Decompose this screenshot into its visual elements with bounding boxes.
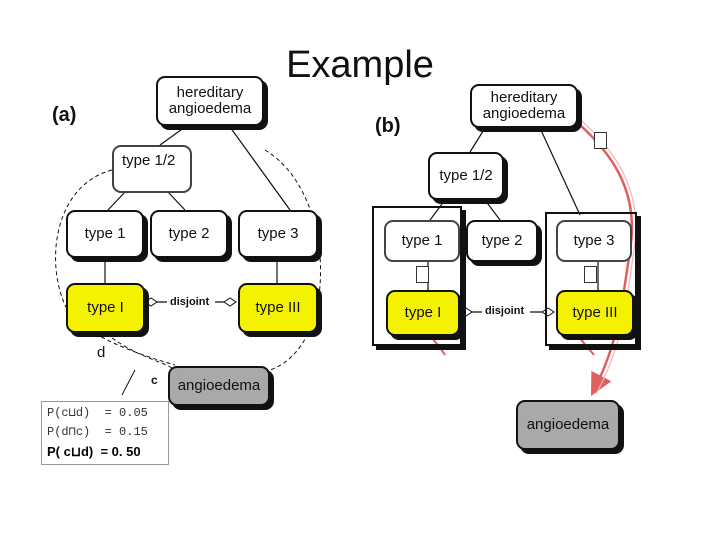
edge-type12-type1-a (107, 191, 126, 211)
node-hereditary-angioedema-a: hereditary angioedema (156, 76, 264, 126)
red-arrow-shadow-b (574, 114, 637, 395)
edge-hered-type3-b (539, 127, 581, 216)
node-type2-a: type 2 (150, 210, 228, 258)
edge-hered-type12-a (159, 126, 186, 146)
disjoint-label-b: disjoint (485, 305, 525, 317)
node-type12-b: type 1/2 (428, 152, 504, 200)
node-type12-text-a: type 1/2 (122, 152, 176, 169)
red-stub-typeIII-b (579, 337, 595, 356)
disjoint-label-a: disjoint (170, 296, 210, 308)
panel-b-label: (b) (375, 115, 401, 137)
diamond-right-a (223, 297, 237, 307)
node-hereditary-text-a: hereditary angioedema (168, 84, 252, 117)
prob-row-2: P(d⊓c) = 0.15 (47, 425, 148, 439)
edge-type12-type1-b (429, 199, 446, 221)
node-typeI-b: type I (386, 290, 460, 336)
diamond-left-a (144, 297, 158, 307)
node-type3-text-b: type 3 (573, 232, 615, 250)
d-label-a: d (97, 344, 106, 361)
edge-hered-type3-a (229, 126, 291, 211)
node-angioedema-text-a: angioedema (177, 377, 261, 395)
frame-right-b (545, 212, 637, 346)
dashed-typeI-angio-a (111, 337, 176, 371)
frame-left-b (372, 206, 462, 346)
node-angioedema-a: angioedema (168, 366, 270, 406)
edge-c-prob-a (121, 369, 136, 396)
node-type3-a: type 3 (238, 210, 318, 258)
node-typeI-text-a: type I (87, 299, 124, 317)
node-type12-text-b: type 1/2 (439, 167, 493, 185)
marker-right-b (584, 266, 597, 283)
node-angioedema-text-b: angioedema (526, 416, 610, 434)
slide-title: Example (286, 44, 434, 86)
node-type12-a: type 1/2 (112, 145, 192, 193)
node-type1-text-a: type 1 (84, 225, 126, 243)
node-typeI-a: type I (66, 283, 145, 333)
node-typeIII-a: type III (238, 283, 318, 333)
dashed-type12-angio-a (55, 169, 176, 366)
node-hereditary-text-b: hereditary angioedema (482, 89, 566, 122)
panel-a-label: (a) (52, 104, 77, 126)
probability-box: P(c⊔d) = 0.05 P(d⊓c) = 0.15 P( c⊔d) = 0.… (41, 401, 169, 465)
node-type3-text-a: type 3 (257, 225, 299, 243)
node-typeIII-b: type III (556, 290, 634, 336)
node-hereditary-angioedema-b: hereditary angioedema (470, 84, 578, 128)
node-type2-text-a: type 2 (168, 225, 210, 243)
node-type1-text-b: type 1 (401, 232, 443, 250)
node-angioedema-b: angioedema (516, 400, 620, 450)
node-typeIII-text-a: type III (255, 299, 301, 317)
c-label-a: c (151, 373, 158, 387)
node-type3-b: type 3 (556, 220, 632, 262)
edge-hered-type12-b (469, 127, 486, 153)
diamond-left-b (459, 307, 473, 317)
edge-type12-type2-a (167, 191, 186, 211)
node-typeIII-text-b: type III (572, 304, 618, 322)
marker-left-b (416, 266, 429, 283)
prob-row-3: P( c⊔d) = 0. 50 (47, 444, 141, 459)
edge-type12-type2-b (484, 199, 501, 221)
prob-row-1: P(c⊔d) = 0.05 (47, 406, 148, 420)
node-type1-b: type 1 (384, 220, 460, 262)
marker-top-b (594, 132, 607, 149)
dashed-hered-angio-a (264, 149, 322, 371)
node-type2-text-b: type 2 (481, 232, 523, 250)
red-stub-typeI-b (431, 337, 446, 356)
node-type1-a: type 1 (66, 210, 144, 258)
node-typeI-text-b: type I (404, 304, 442, 322)
node-type2-b: type 2 (466, 220, 538, 262)
